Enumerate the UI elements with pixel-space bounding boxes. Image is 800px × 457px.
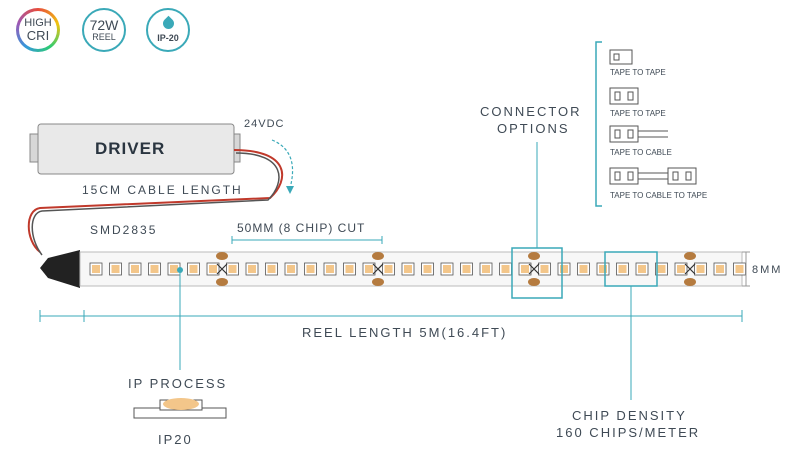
led-chip-emitter	[131, 265, 139, 273]
end-cap	[40, 250, 80, 288]
led-chip-emitter	[716, 265, 724, 273]
led-chip-emitter	[501, 265, 510, 273]
voltage-label: 24VDC	[244, 118, 285, 130]
led-chip-emitter	[92, 265, 100, 273]
led-chip-emitter	[306, 265, 315, 273]
led-chips	[89, 252, 746, 286]
cut-mark	[216, 263, 228, 275]
led-chip-emitter	[599, 265, 607, 273]
led-chip-emitter	[657, 265, 666, 273]
solder-pad	[216, 252, 228, 260]
connector-option-label: TAPE TO CABLE	[610, 148, 672, 157]
reel-wattage-line1: 72W	[89, 17, 119, 33]
connector-options-title-line2: OPTIONS	[497, 121, 570, 136]
chip-density-label-line2: 160 CHIPS/METER	[556, 425, 701, 440]
led-chip-emitter	[228, 265, 237, 273]
driver-unit	[29, 123, 241, 175]
cut-length-label: 50MM (8 CHIP) CUT	[237, 221, 366, 235]
solder-pad	[216, 278, 228, 286]
reel-wattage-line2: REEL	[92, 32, 116, 42]
cable-length-label: 15CM CABLE LENGTH	[82, 183, 243, 197]
connector-option-label: TAPE TO CABLE TO TAPE	[610, 191, 708, 200]
cut-mark	[684, 263, 696, 275]
led-chip-emitter	[423, 265, 432, 273]
tape-to-cable-connector-icon	[609, 125, 668, 143]
connector-options-title-line1: CONNECTOR	[480, 104, 582, 119]
solder-pad	[372, 278, 384, 286]
strip-width-label: 8MM	[752, 264, 783, 276]
led-chip-emitter	[111, 265, 120, 273]
led-chip-emitter	[189, 265, 198, 273]
ip-rating-line1: IP-20	[157, 32, 179, 43]
connector-options-bracket	[595, 41, 602, 207]
tape-to-tape-clip-icon	[609, 49, 633, 65]
solder-pad	[684, 252, 696, 260]
solder-pad	[528, 278, 540, 286]
solder-pad	[372, 252, 384, 260]
chip-density-label-line1: CHIP DENSITY	[572, 408, 687, 423]
tape-to-tape-connector-icon	[609, 87, 639, 105]
led-chip-emitter	[579, 265, 588, 273]
led-chip-emitter	[267, 265, 276, 273]
led-chip-emitter	[326, 265, 334, 273]
cut-mark	[528, 263, 540, 275]
reel-wattage-badge: 72W REEL	[82, 8, 126, 52]
led-chip-emitter	[248, 265, 256, 273]
high-cri-line2: CRI	[26, 28, 50, 43]
led-chip-emitter	[462, 265, 471, 273]
led-chip-emitter	[365, 265, 373, 273]
cut-mark	[372, 263, 384, 275]
ip-rating-label: IP20	[158, 432, 193, 447]
led-chip-emitter	[287, 265, 295, 273]
led-chip-emitter	[618, 265, 627, 273]
led-chip-emitter	[696, 265, 705, 273]
connector-option-label: TAPE TO TAPE	[610, 109, 666, 118]
led-chip-emitter	[735, 265, 744, 273]
led-chip-emitter	[170, 265, 178, 273]
led-chip-emitter	[209, 265, 217, 273]
led-chip-emitter	[560, 265, 568, 273]
led-chip-emitter	[482, 265, 490, 273]
led-chip-emitter	[443, 265, 451, 273]
reel-length-label: REEL LENGTH 5M(16.4FT)	[302, 325, 508, 340]
led-chip-emitter	[345, 265, 354, 273]
tape-to-cable-to-tape-connector-icon	[609, 167, 697, 185]
led-chip-emitter	[404, 265, 412, 273]
led-chip-emitter	[521, 265, 529, 273]
led-chip-emitter	[540, 265, 549, 273]
voltage-arrow	[271, 139, 294, 189]
driver-label: DRIVER	[95, 139, 166, 158]
led-chip-emitter	[677, 265, 685, 273]
led-chip-emitter	[638, 265, 646, 273]
high-cri-line1: HIGH	[24, 17, 52, 29]
led-chip-emitter	[384, 265, 393, 273]
ip20-cross-section-icon	[133, 398, 227, 419]
led-chip-emitter	[150, 265, 159, 273]
chip-type-label: SMD2835	[90, 223, 158, 237]
ip-rating-badge: IP-20	[146, 8, 190, 52]
high-cri-badge: HIGH CRI	[16, 8, 60, 52]
solder-pad	[528, 252, 540, 260]
ip-process-label: IP PROCESS	[128, 376, 228, 391]
solder-pad	[684, 278, 696, 286]
connector-option-label: TAPE TO TAPE	[610, 68, 666, 77]
